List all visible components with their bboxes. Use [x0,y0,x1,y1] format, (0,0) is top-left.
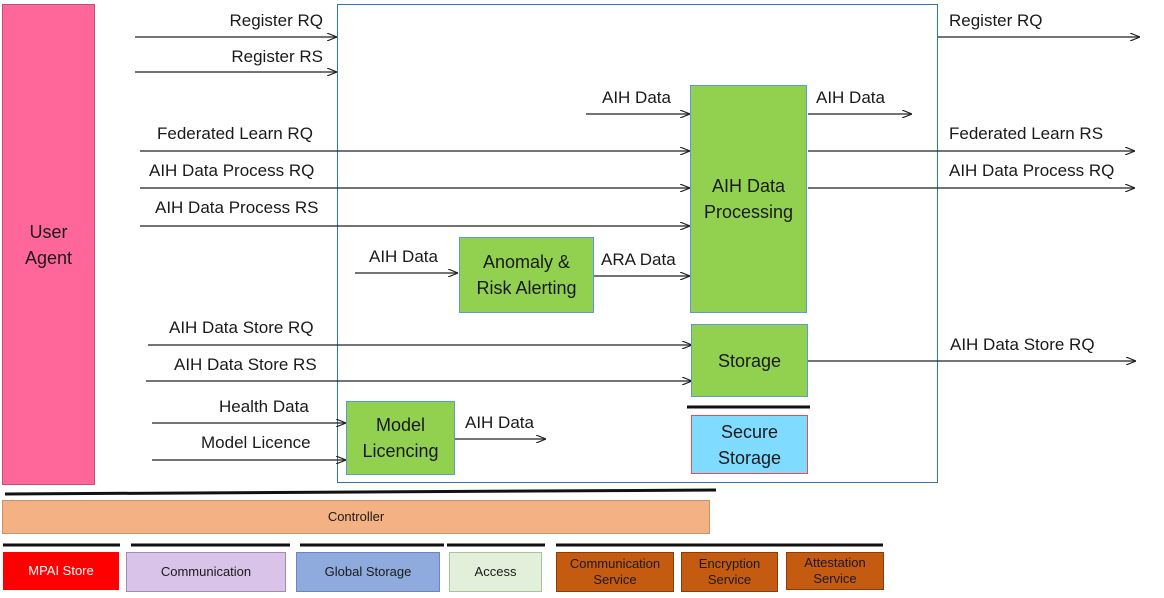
attestation-service-block: Attestation Service [786,552,884,590]
storage-label: Storage [717,350,782,371]
attestation-service-label: Attestation Service [804,555,866,586]
label-health-data: Health Data [219,397,309,416]
secure-storage-block: Secure Storage [691,415,808,474]
label-aih-data-to-processing: AIH Data [602,88,671,107]
label-aih-data-from-processing: AIH Data [816,88,885,107]
module-frame [337,4,938,483]
controller-divider [4,488,717,496]
communication-service-block: Communication Service [556,552,674,592]
label-aih-data-process-rs: AIH Data Process RS [155,198,319,217]
encryption-service-label: Encryption Service [698,556,761,587]
access-block: Access [449,552,542,592]
label-register-rq-out: Register RQ [949,11,1043,30]
label-aih-data-process-rq-in: AIH Data Process RQ [149,161,315,180]
global-storage-label: Global Storage [324,564,412,579]
user-agent-block: User Agent [2,4,95,485]
communication-label: Communication [160,564,252,579]
controller-label: Controller [327,509,385,524]
anomaly-risk-alerting-label: Anomaly & Risk Alerting [476,252,577,298]
label-aih-data-store-rq-out: AIH Data Store RQ [950,335,1095,354]
label-aih-data-store-rs: AIH Data Store RS [174,355,317,374]
model-licencing-block: Model Licencing [346,401,455,475]
secure-storage-label: Secure Storage [717,421,782,468]
label-aih-data-process-rq-out: AIH Data Process RQ [949,161,1115,180]
encryption-service-block: Encryption Service [681,552,778,592]
communication-service-label: Communication Service [569,556,661,587]
mpai-store-label: MPAI Store [28,563,94,578]
label-federated-learn-rq: Federated Learn RQ [157,124,313,143]
label-aih-data-from-licencing: AIH Data [465,413,534,432]
model-licencing-label: Model Licencing [362,415,439,461]
storage-block: Storage [691,324,808,397]
mpai-store-block: MPAI Store [3,552,119,590]
global-storage-block: Global Storage [296,552,440,592]
label-aih-data-store-rq-in: AIH Data Store RQ [169,318,314,337]
communication-block: Communication [126,552,286,592]
label-federated-learn-rs: Federated Learn RS [949,124,1104,143]
anomaly-risk-alerting-block: Anomaly & Risk Alerting [459,237,594,313]
controller-bar: Controller [2,500,710,534]
label-register-rs-in: Register RS [231,47,323,66]
label-model-licence: Model Licence [201,433,311,452]
label-aih-data-to-anomaly: AIH Data [369,247,438,266]
label-ara-data: ARA Data [601,250,676,269]
aih-data-processing-block: AIH Data Processing [690,85,807,313]
label-register-rq-in: Register RQ [229,11,323,30]
access-label: Access [474,564,517,579]
aih-data-processing-label: AIH Data Processing [703,176,794,222]
user-agent-label: User Agent [24,221,73,268]
